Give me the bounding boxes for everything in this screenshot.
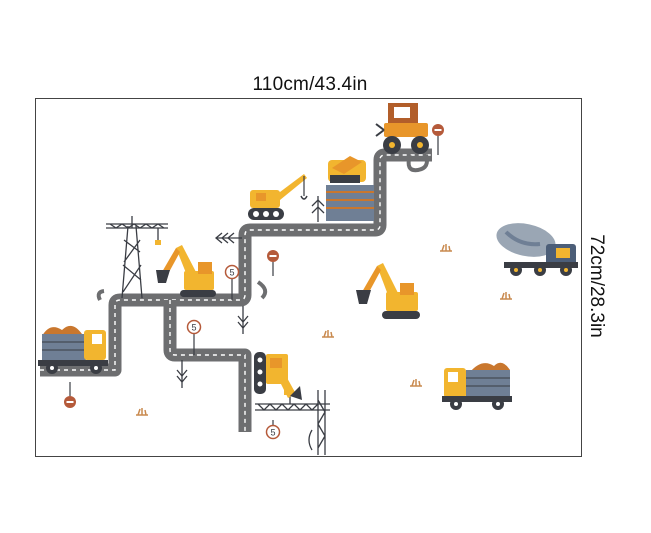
dump-truck-icon <box>38 325 108 374</box>
arrow-icon <box>176 360 188 388</box>
dump-truck-icon <box>326 156 374 221</box>
arrow-icon <box>214 232 242 244</box>
dump-truck-icon <box>442 362 512 410</box>
road-sign-icon: 5 <box>186 319 202 355</box>
crane-truck-icon <box>248 174 308 220</box>
speed-sign-text: 5 <box>229 268 234 278</box>
tower-crane-bottom <box>255 390 330 455</box>
road <box>40 148 432 432</box>
tower-crane-left <box>106 216 168 299</box>
excavator-icon <box>356 263 420 319</box>
arrow-icon <box>237 306 249 334</box>
bulldozer-icon <box>254 352 302 400</box>
cement-mixer-icon <box>496 223 578 276</box>
tree-icon <box>311 196 325 222</box>
grass-tufts <box>136 244 512 416</box>
speed-sign-text: 5 <box>270 428 275 438</box>
decal-frame <box>35 98 582 457</box>
road-sign-icon: 5 <box>265 420 281 440</box>
road-sign-icon: 5 <box>224 264 240 300</box>
excavator-icon <box>156 245 216 297</box>
speed-sign-text: 5 <box>191 323 196 333</box>
road-sign-icon <box>267 250 279 276</box>
road-sign-icon <box>64 382 76 408</box>
width-dimension-label: 110cm/43.4in <box>252 74 368 95</box>
tractor-icon <box>375 103 429 154</box>
road-sign-icon <box>432 124 444 155</box>
